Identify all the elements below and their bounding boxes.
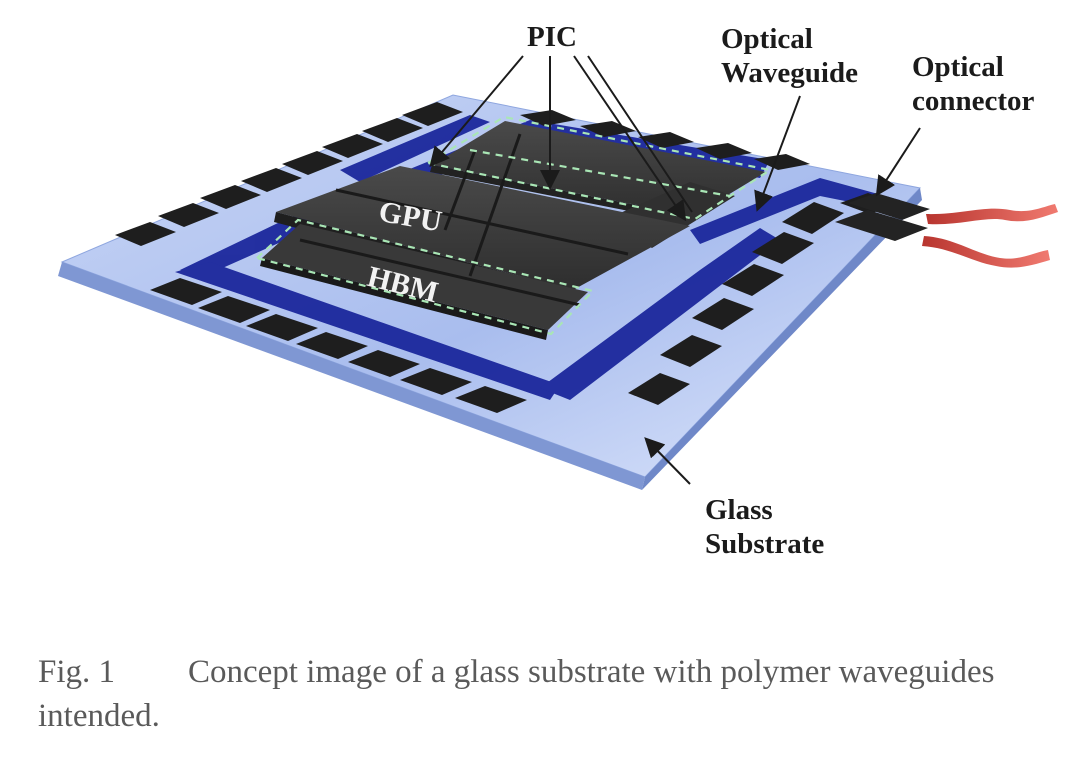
- callout-pointers: [429, 55, 921, 485]
- optical-waveguide-label: Optical Waveguide: [721, 23, 858, 89]
- glass-substrate-diagram: [58, 55, 1058, 490]
- optical-connector-label: Optical connector: [912, 51, 1035, 117]
- glass-substrate-label: Glass Substrate: [705, 494, 825, 560]
- solder-pads: [115, 102, 898, 413]
- figure-number: Fig. 1: [38, 654, 116, 690]
- figure-caption-text: Concept image of a glass substrate with …: [38, 654, 995, 734]
- optical-connector: [835, 193, 1058, 268]
- gpu-chip: [276, 166, 690, 290]
- pic-label: PIC: [527, 21, 577, 53]
